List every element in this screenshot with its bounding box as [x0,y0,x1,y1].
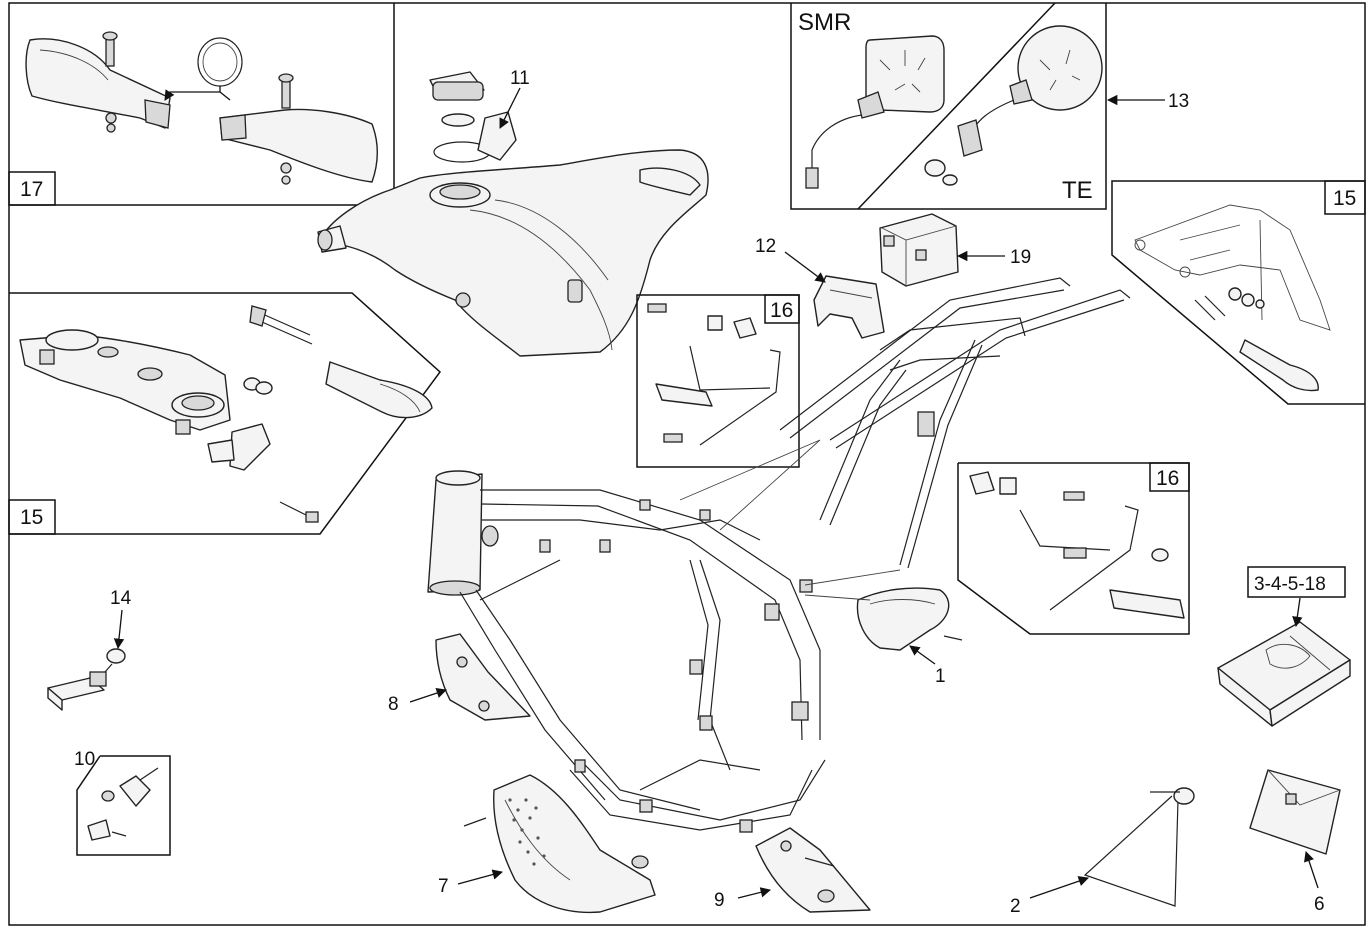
callout-2: 2 [1010,896,1021,917]
manuals-box-label: 3-4-5-18 [1254,574,1326,595]
handguards-box-label: 17 [20,178,43,201]
fuel-tank-assembly [317,71,709,357]
tool-bag [1249,769,1341,855]
airbox-bracket [813,275,885,339]
steering-lock [47,648,126,711]
cable-clamp-kit [76,755,171,856]
mirror-variant-smr: SMR [798,9,851,36]
callout-10: 10 [74,749,95,770]
footpeg-box-lower-label: 16 [1156,467,1179,490]
callout-6: 6 [1314,894,1325,915]
front-indicator-box-label: 15 [20,506,43,529]
front-indicator-box: 15 [8,292,442,535]
owner-manuals: 3-4-5-18 [1217,566,1351,727]
engine-guard [804,569,963,651]
side-guard [435,633,531,721]
skid-plate [463,774,656,914]
paddock-stand [1083,787,1195,907]
callout-7: 7 [438,876,449,897]
footpeg-box-upper-label: 16 [770,299,793,322]
callout-13: 13 [1168,91,1189,112]
callout-9: 9 [714,890,725,911]
battery [879,213,959,287]
rear-indicator-box: 15 [1111,180,1366,405]
callout-1: 1 [935,666,946,687]
callout-14: 14 [110,588,132,609]
footpeg-box-upper: 16 [636,294,800,468]
mirrors-box: SMR TE [790,2,1107,210]
rear-indicator-box-label: 15 [1333,187,1356,210]
callout-11: 11 [510,68,530,89]
rear-subframe [779,277,1131,569]
chain-guard [739,819,871,913]
mirror-variant-te: TE [1062,177,1093,204]
footpeg-box-lower: 16 [957,462,1190,635]
callout-19: 19 [1010,247,1031,268]
callout-8: 8 [388,694,399,715]
main-frame [427,439,826,831]
diagram-border [8,2,1366,926]
callout-12: 12 [755,236,776,257]
handguards-box: 17 [8,3,395,206]
